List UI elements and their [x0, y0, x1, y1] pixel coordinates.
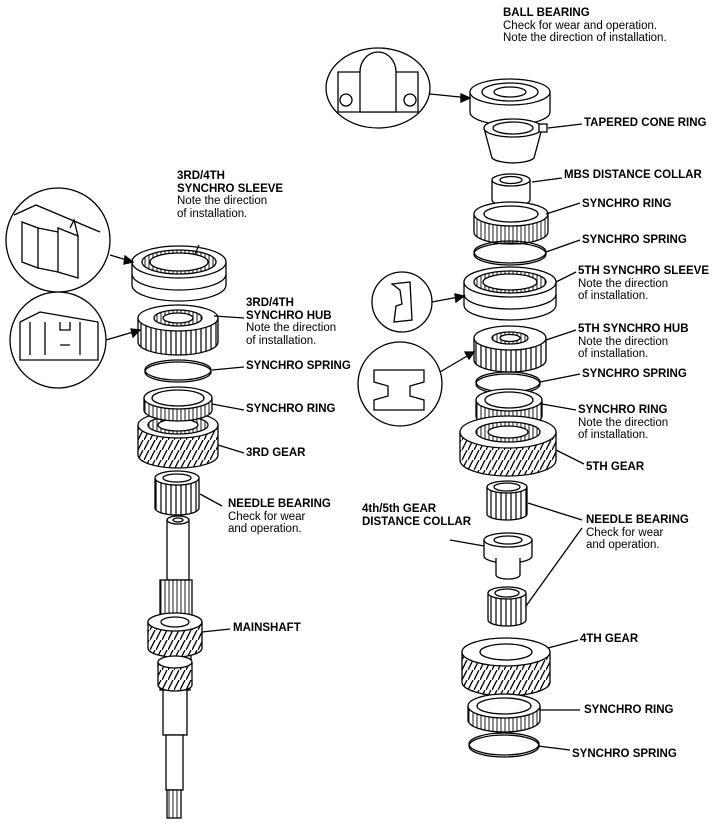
mainshaft-title: MAINSHAFT — [233, 622, 301, 634]
synchro-spring-mid-label: SYNCHRO SPRING — [582, 368, 687, 381]
tapered-cone-ring-label: TAPERED CONE RING — [584, 117, 706, 130]
third-fourth-synchro-sleeve — [131, 245, 227, 302]
needle-bearing-right-upper — [486, 480, 528, 521]
third-fourth-synchro-hub-title-2: SYNCHRO HUB — [246, 309, 332, 322]
fifth-gear — [459, 415, 557, 477]
fifth-synchro-sleeve-note-1: Note the direction — [578, 277, 669, 290]
mbs-distance-collar-title: MBS DISTANCE COLLAR — [564, 169, 702, 181]
synchro-spring-left — [144, 359, 212, 383]
tapered-cone-ring-title: TAPERED CONE RING — [584, 117, 707, 129]
needle-bearing-right-label: NEEDLE BEARING Check for wear and operat… — [586, 514, 689, 552]
ball-bearing — [469, 78, 551, 126]
fourth-fifth-distance-collar-title-1: 4th/5th GEAR — [362, 503, 437, 515]
synchro-spring-mid-title: SYNCHRO SPRING — [582, 368, 687, 380]
needle-bearing-left — [154, 470, 200, 516]
synchro-spring-left-label: SYNCHRO SPRING — [246, 360, 351, 373]
fifth-synchro-sleeve-title: 5TH SYNCHRO SLEEVE — [578, 265, 709, 277]
mbs-distance-collar-label: MBS DISTANCE COLLAR — [564, 169, 702, 182]
ball-bearing-note-2: Note the direction of installation. — [503, 32, 667, 44]
synchro-spring-left-title: SYNCHRO SPRING — [246, 360, 351, 372]
third-gear-title: 3RD GEAR — [246, 447, 306, 459]
synchro-ring-mid-note-2: of installation. — [578, 429, 649, 441]
synchro-ring-upper — [473, 201, 549, 245]
sleeve-detail-circle — [5, 187, 135, 293]
third-fourth-synchro-sleeve-note-2: of installation. — [177, 207, 248, 220]
needle-bearing-right-title: NEEDLE BEARING — [586, 514, 689, 526]
fourth-fifth-distance-collar — [483, 532, 533, 580]
fifth-sleeve-detail — [371, 271, 466, 333]
third-fourth-synchro-sleeve-label: 3RD/4TH SYNCHRO SLEEVE Note the directio… — [177, 170, 283, 220]
left-leader-lines — [194, 244, 245, 633]
synchro-spring-upper-label: SYNCHRO SPRING — [582, 234, 687, 247]
fourth-gear — [461, 637, 551, 697]
needle-bearing-left-title: NEEDLE BEARING — [228, 498, 331, 510]
synchro-ring-left-title: SYNCHRO RING — [246, 403, 336, 415]
synchro-ring-upper-title: SYNCHRO RING — [582, 198, 672, 210]
fifth-hub-detail — [357, 341, 476, 427]
needle-bearing-left-label: NEEDLE BEARING Check for wear and operat… — [228, 498, 331, 536]
synchro-ring-upper-label: SYNCHRO RING — [582, 198, 671, 211]
fifth-synchro-sleeve — [463, 266, 557, 321]
ball-bearing-label: BALL BEARING Check for wear and operatio… — [503, 7, 667, 45]
mbs-distance-collar — [491, 173, 531, 207]
tapered-cone-ring — [483, 118, 548, 164]
ball-bearing-title: BALL BEARING — [503, 7, 590, 19]
third-fourth-synchro-sleeve-note-1: Note the direction — [177, 195, 268, 207]
synchro-spring-lower — [468, 732, 540, 758]
synchro-ring-left — [143, 386, 213, 422]
fourth-fifth-distance-collar-title-2: DISTANCE COLLAR — [362, 515, 472, 528]
synchro-ring-lower-label: SYNCHRO RING — [584, 704, 673, 717]
fifth-synchro-hub — [473, 325, 547, 373]
third-gear-label: 3RD GEAR — [246, 447, 305, 460]
needle-bearing-left-note-1: Check for wear — [228, 510, 306, 523]
synchro-spring-lower-title: SYNCHRO SPRING — [572, 748, 677, 760]
synchro-spring-upper-title: SYNCHRO SPRING — [582, 234, 687, 246]
third-fourth-synchro-hub-label: 3RD/4TH SYNCHRO HUB Note the direction o… — [246, 297, 336, 347]
fourth-gear-label: 4TH GEAR — [580, 633, 638, 646]
third-fourth-synchro-hub-note-2: of installation. — [246, 334, 317, 347]
third-fourth-synchro-hub — [137, 304, 219, 356]
fifth-synchro-hub-note-2: of installation. — [578, 348, 649, 360]
fifth-synchro-hub-note-1: Note the direction — [578, 335, 669, 348]
ball-bearing-note-1: Check for wear and operation. — [503, 19, 658, 32]
ball-bearing-detail — [325, 47, 472, 129]
fifth-synchro-sleeve-note-2: of installation. — [578, 290, 649, 302]
synchro-ring-lower-title: SYNCHRO RING — [584, 704, 674, 716]
fifth-gear-title: 5TH GEAR — [586, 461, 645, 473]
fifth-synchro-hub-label: 5TH SYNCHRO HUB Note the direction of in… — [578, 323, 689, 361]
mainshaft-gear — [147, 612, 203, 692]
hub-detail-circle — [9, 291, 142, 389]
fifth-synchro-sleeve-label: 5TH SYNCHRO SLEEVE Note the direction of… — [578, 265, 709, 303]
synchro-ring-lower — [467, 693, 541, 733]
fifth-gear-label: 5TH GEAR — [586, 461, 644, 474]
needle-bearing-right-note-1: Check for wear — [586, 526, 664, 539]
fourth-fifth-distance-collar-label: 4th/5th GEAR DISTANCE COLLAR — [362, 503, 471, 528]
third-fourth-synchro-sleeve-title-1: 3RD/4TH — [177, 170, 225, 182]
synchro-ring-mid-note-1: Note the direction — [578, 416, 669, 429]
right-leader-lines — [449, 123, 585, 751]
third-fourth-synchro-hub-title-1: 3RD/4TH — [246, 297, 294, 309]
fifth-synchro-hub-title: 5TH SYNCHRO HUB — [578, 323, 689, 335]
fourth-gear-title: 4TH GEAR — [580, 633, 639, 645]
needle-bearing-right-lower — [487, 586, 527, 627]
synchro-ring-mid-title: SYNCHRO RING — [578, 404, 668, 416]
third-fourth-synchro-sleeve-title-2: SYNCHRO SLEEVE — [177, 182, 284, 195]
synchro-ring-mid-label: SYNCHRO RING Note the direction of insta… — [578, 404, 668, 442]
synchro-ring-left-label: SYNCHRO RING — [246, 403, 335, 416]
mainshaft-label: MAINSHAFT — [233, 622, 301, 635]
third-fourth-synchro-hub-note-1: Note the direction — [246, 322, 337, 334]
needle-bearing-left-note-2: and operation. — [228, 523, 302, 535]
synchro-spring-lower-label: SYNCHRO SPRING — [572, 748, 677, 761]
needle-bearing-right-note-2: and operation. — [586, 539, 660, 551]
